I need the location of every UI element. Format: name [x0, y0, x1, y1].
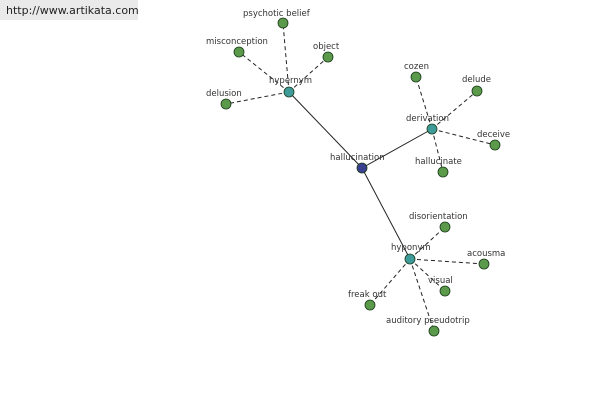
- leaf-cozen-label: cozen: [404, 62, 429, 72]
- edge-hallucination-hyponym: [361, 167, 411, 260]
- url-watermark[interactable]: http://www.artikata.com: [6, 4, 139, 17]
- url-watermark-bar: http://www.artikata.com: [0, 0, 139, 20]
- leaf-acousma-node[interactable]: [478, 258, 490, 270]
- leaf-acousma-label: acousma: [467, 249, 505, 259]
- leaf-freak-out-label: freak out: [348, 290, 387, 300]
- edge-hallucination-derivation: [361, 128, 433, 169]
- leaf-visual-label: visual: [428, 276, 453, 286]
- leaf-psychotic-belief-label: psychotic belief: [243, 9, 311, 19]
- edge-hyponym-disorientation: [409, 226, 446, 260]
- leaf-visual-node[interactable]: [439, 285, 451, 297]
- edge-hypernym-psychotic-belief: [282, 22, 290, 93]
- edge-hallucination-hypernym: [288, 91, 363, 169]
- edge-derivation-hallucinate: [431, 128, 444, 173]
- edge-derivation-deceive: [431, 128, 496, 146]
- leaf-misconception-label: misconception: [206, 37, 268, 47]
- leaf-hallucinate-label: hallucinate: [415, 157, 462, 167]
- leaf-psychotic-belief-node[interactable]: [277, 17, 289, 29]
- edge-derivation-delude: [431, 90, 478, 130]
- leaf-delude-label: delude: [462, 75, 491, 85]
- leaf-object-label: object: [313, 42, 340, 52]
- leaf-deceive-node[interactable]: [489, 139, 501, 151]
- leaf-auditory-pseudotrip-node[interactable]: [428, 325, 440, 337]
- edge-hyponym-acousma: [409, 258, 485, 265]
- leaf-cozen-node[interactable]: [410, 71, 422, 83]
- relation-hyponym-node[interactable]: [404, 253, 416, 265]
- leaf-deceive-label: deceive: [477, 130, 510, 140]
- edge-hypernym-misconception: [238, 51, 290, 93]
- leaf-delude-node[interactable]: [471, 85, 483, 97]
- leaf-disorientation-label: disorientation: [409, 212, 468, 222]
- edge-hyponym-freak-out: [369, 258, 411, 306]
- relation-derivation-label: derivation: [406, 114, 449, 124]
- relation-hyponym-label: hyponym: [391, 243, 431, 253]
- leaf-auditory-pseudotrip-label: auditory pseudotrip: [386, 316, 470, 326]
- leaf-delusion-label: delusion: [206, 89, 242, 99]
- relation-hypernym-node[interactable]: [283, 86, 295, 98]
- edge-hyponym-auditory-pseudotrip: [409, 258, 435, 332]
- relation-derivation-node[interactable]: [426, 123, 438, 135]
- edge-hypernym-delusion: [225, 91, 290, 105]
- edge-derivation-cozen: [415, 76, 433, 130]
- edge-hyponym-visual: [409, 258, 446, 292]
- leaf-disorientation-node[interactable]: [439, 221, 451, 233]
- edge-hypernym-object: [288, 56, 329, 93]
- leaf-delusion-node[interactable]: [220, 98, 232, 110]
- center-hallucination-label: hallucination: [330, 153, 385, 163]
- leaf-object-node[interactable]: [322, 51, 334, 63]
- leaf-freak-out-node[interactable]: [364, 299, 376, 311]
- leaf-hallucinate-node[interactable]: [437, 166, 449, 178]
- center-hallucination-node[interactable]: [356, 162, 368, 174]
- leaf-misconception-node[interactable]: [233, 46, 245, 58]
- relation-hypernym-label: hypernym: [269, 76, 312, 86]
